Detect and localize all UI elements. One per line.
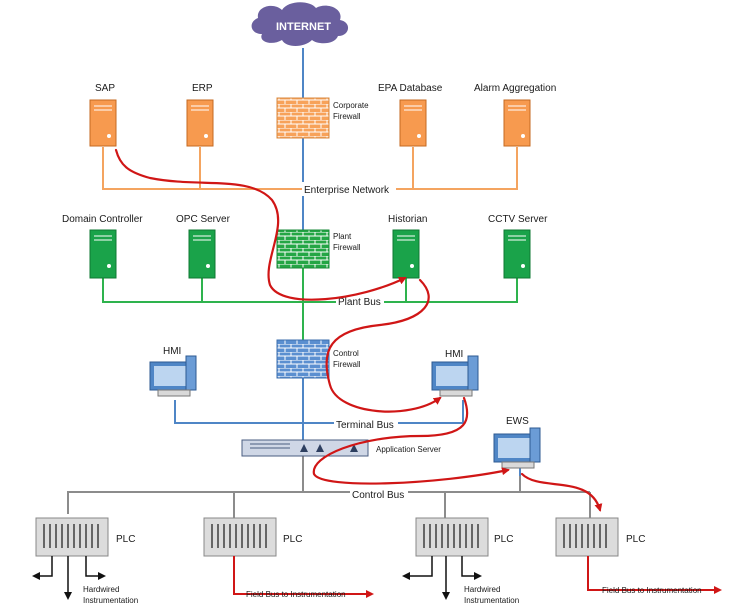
hardwired-1-label-1: Hardwired <box>83 585 119 594</box>
plc-2-label: PLC <box>283 534 302 545</box>
fieldbus-arrow-1 <box>233 556 374 598</box>
domain-controller-server <box>89 229 117 279</box>
application-server <box>241 439 369 457</box>
hardwired-arrows-1 <box>32 556 106 600</box>
erp-server <box>186 99 214 147</box>
attack-path <box>114 148 603 512</box>
plc-4-device <box>555 517 619 557</box>
ews-label: EWS <box>506 416 529 427</box>
plc-3-label: PLC <box>494 534 513 545</box>
historian-server <box>392 229 420 279</box>
fieldbus-arrow-2 <box>587 556 722 594</box>
opc-server <box>188 229 216 279</box>
control-firewall-label-1: Control <box>333 349 359 358</box>
domain-controller-label: Domain Controller <box>62 214 143 225</box>
plc-2-device <box>203 517 277 557</box>
corporate-firewall-label-2: Firewall <box>333 112 361 121</box>
cctv-server-label: CCTV Server <box>488 214 548 225</box>
internet-label: INTERNET <box>276 21 331 33</box>
corporate-firewall-label-1: Corporate <box>333 101 369 110</box>
terminal-bus-label: Terminal Bus <box>336 420 394 431</box>
cctv-server <box>503 229 531 279</box>
hardwired-2-label-2: Instrumentation <box>464 596 519 605</box>
hardwired-1-label-2: Instrumentation <box>83 596 138 605</box>
hardwired-2-label-1: Hardwired <box>464 585 500 594</box>
plant-bus <box>102 278 518 303</box>
plc-1-label: PLC <box>116 534 135 545</box>
epa-database-server <box>399 99 427 147</box>
sap-label: SAP <box>95 83 115 94</box>
plc-4-label: PLC <box>626 534 645 545</box>
control-firewall <box>276 339 330 379</box>
application-server-label: Application Server <box>376 445 441 454</box>
plant-firewall-label-1: Plant <box>333 232 352 241</box>
erp-label: ERP <box>192 83 213 94</box>
historian-label: Historian <box>388 214 427 225</box>
alarm-aggregation-label: Alarm Aggregation <box>474 83 556 94</box>
plant-firewall <box>276 229 330 269</box>
hmi-right-workstation <box>431 355 479 397</box>
fieldbus-1-label: Field Bus to Instrumentation <box>246 590 346 599</box>
hmi-left-workstation <box>149 355 197 397</box>
plant-firewall-label-2: Firewall <box>333 243 361 252</box>
plc-3-device <box>415 517 489 557</box>
plc-1-device <box>35 517 109 557</box>
internet-cloud: INTERNET <box>251 2 349 47</box>
control-bus <box>67 476 591 518</box>
terminal-bus <box>174 400 521 476</box>
sap-server <box>89 99 117 147</box>
hardwired-arrows-2 <box>402 556 482 600</box>
hmi-right-label: HMI <box>445 349 463 360</box>
alarm-aggregation-server <box>503 99 531 147</box>
hmi-left-label: HMI <box>163 346 181 357</box>
control-bus-label: Control Bus <box>352 490 404 501</box>
enterprise-network-label: Enterprise Network <box>304 185 390 196</box>
control-firewall-label-2: Firewall <box>333 360 361 369</box>
plant-bus-label: Plant Bus <box>338 297 381 308</box>
ews-workstation <box>493 427 541 469</box>
opc-server-label: OPC Server <box>176 214 231 225</box>
epa-database-label: EPA Database <box>378 83 443 94</box>
corporate-firewall <box>276 97 330 139</box>
fieldbus-2-label: Field Bus to Instrumentation <box>602 586 702 595</box>
